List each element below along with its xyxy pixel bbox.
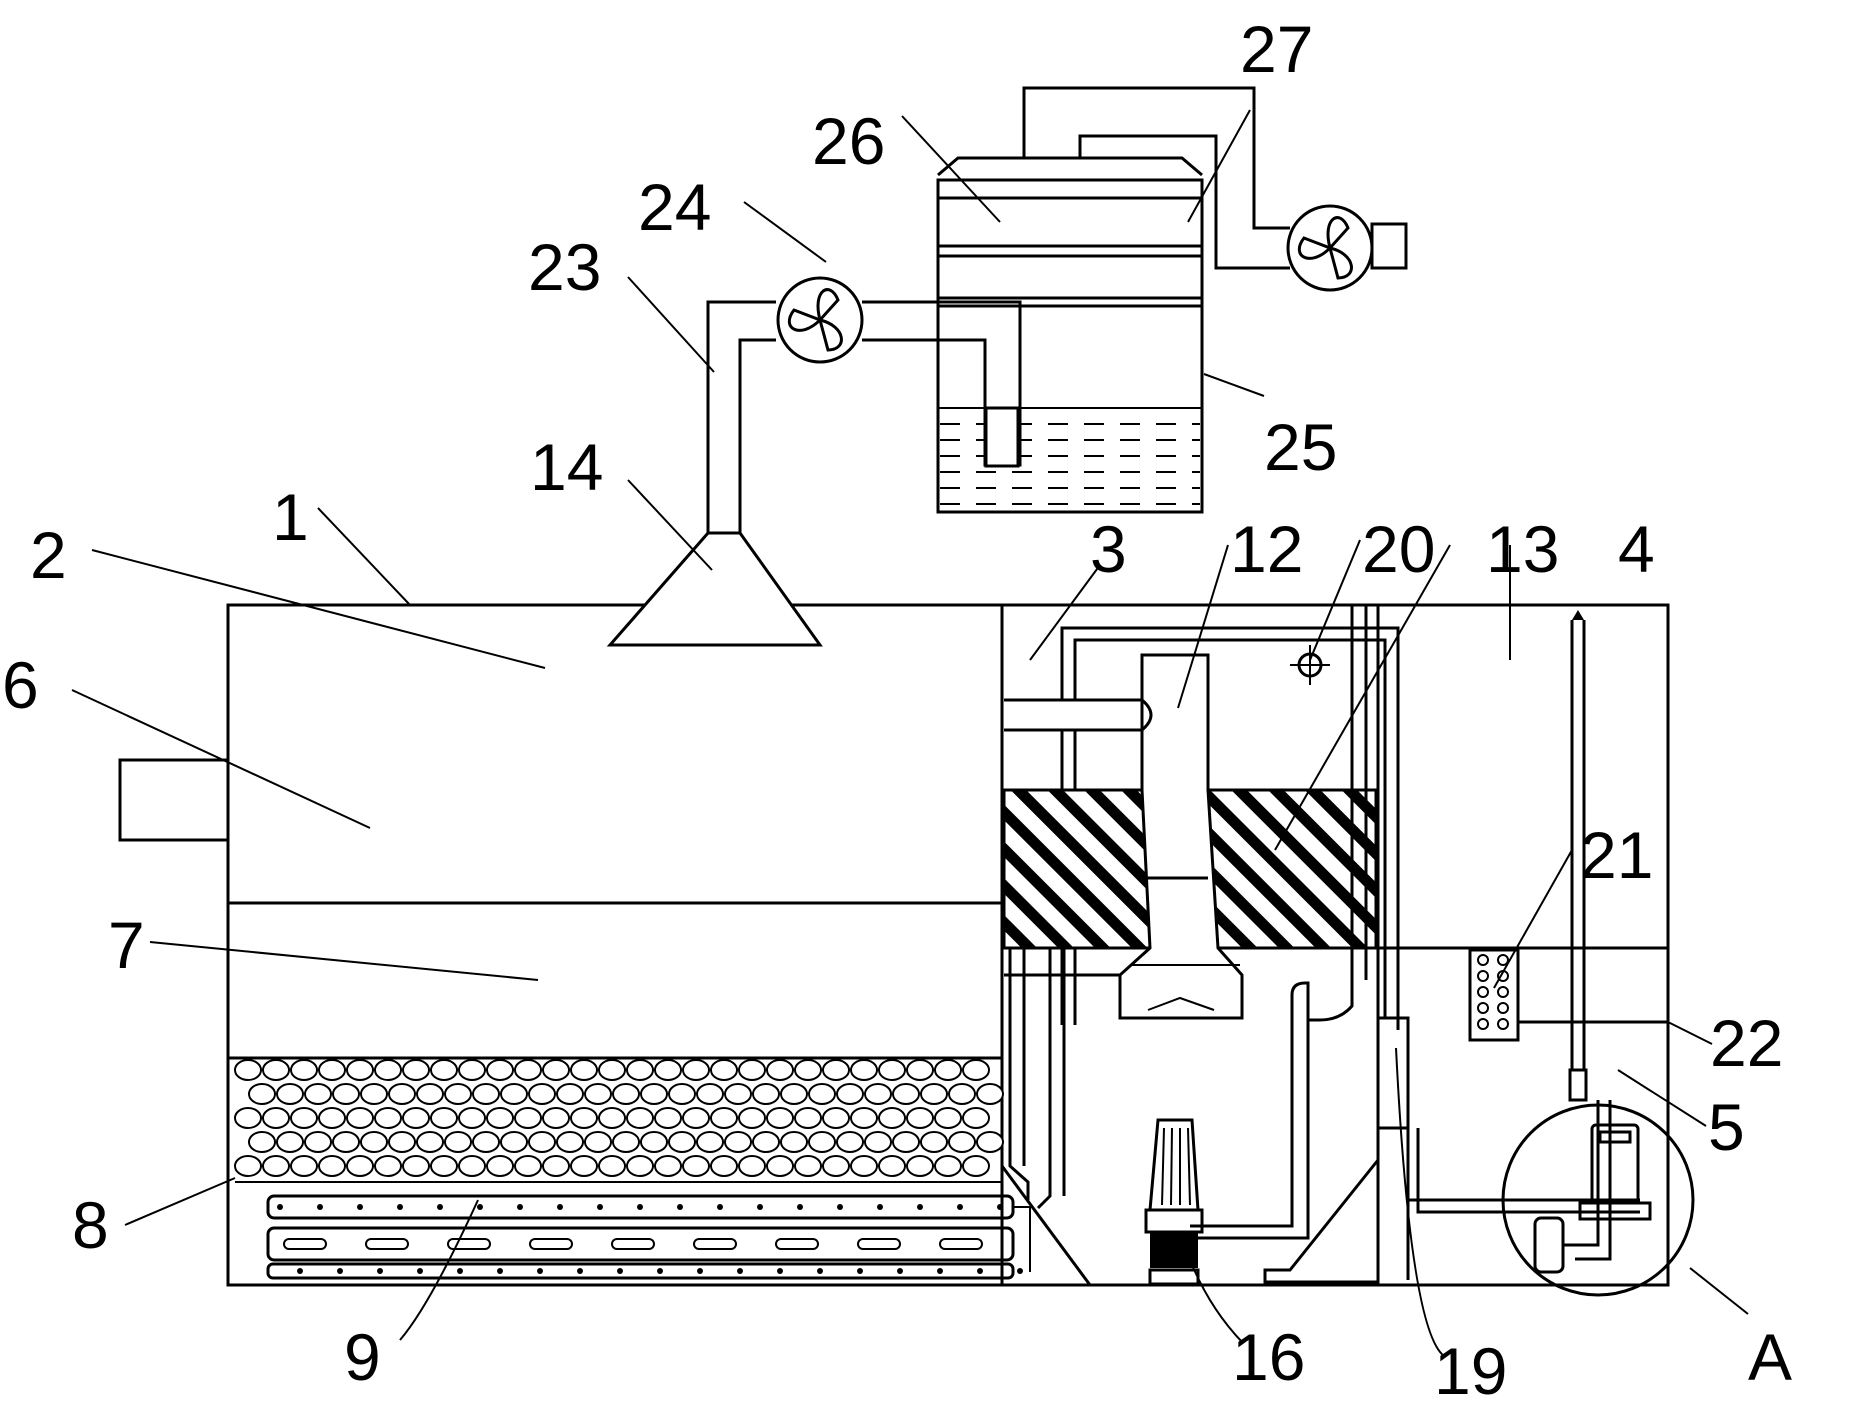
label-27: 27: [1240, 12, 1313, 86]
central-column: [1118, 653, 1244, 1020]
main-tank: [118, 603, 1670, 1287]
label-5: 5: [1708, 1090, 1745, 1164]
fan-24: [776, 276, 1022, 467]
device-19: [1376, 1016, 1410, 1130]
label-7: 7: [108, 908, 145, 982]
label-26: 26: [812, 104, 885, 178]
label-23: 23: [528, 230, 601, 304]
leader-lines: [71, 109, 1749, 1357]
label-16: 16: [1232, 1320, 1305, 1394]
scrubber-tank: [936, 156, 1204, 514]
label-19: 19: [1434, 1334, 1507, 1403]
label-3: 3: [1090, 512, 1127, 586]
treatment-chambers: [1000, 605, 1695, 1297]
pump-16: [1144, 1118, 1204, 1286]
label-14: 14: [530, 430, 603, 504]
label-24: 24: [638, 170, 711, 244]
exhaust-hood: [606, 300, 823, 647]
label-20: 20: [1362, 512, 1435, 586]
label-9: 9: [344, 1320, 381, 1394]
label-2: 2: [30, 518, 67, 592]
label-21: 21: [1580, 818, 1653, 892]
filter-media-layer: [234, 1059, 1004, 1177]
label-25: 25: [1264, 410, 1337, 484]
outlet-pipes: [1022, 86, 1408, 292]
label-A: A: [1748, 1320, 1792, 1394]
detail-unit-A: [1501, 1100, 1695, 1297]
inlet-stub: [118, 758, 230, 842]
label-13: 13: [1486, 512, 1559, 586]
label-6: 6: [2, 648, 39, 722]
sensor-21: [1468, 948, 1520, 1042]
label-22: 22: [1710, 1006, 1783, 1080]
label-1: 1: [272, 480, 309, 554]
label-8: 8: [72, 1188, 109, 1262]
aeration-pipes: [266, 1194, 1031, 1280]
label-12: 12: [1230, 512, 1303, 586]
number-labels: 1 2 3 4 5 6 7 8 9 12 13 14 16 19 20 21 2…: [2, 12, 1792, 1408]
label-4: 4: [1618, 512, 1655, 586]
